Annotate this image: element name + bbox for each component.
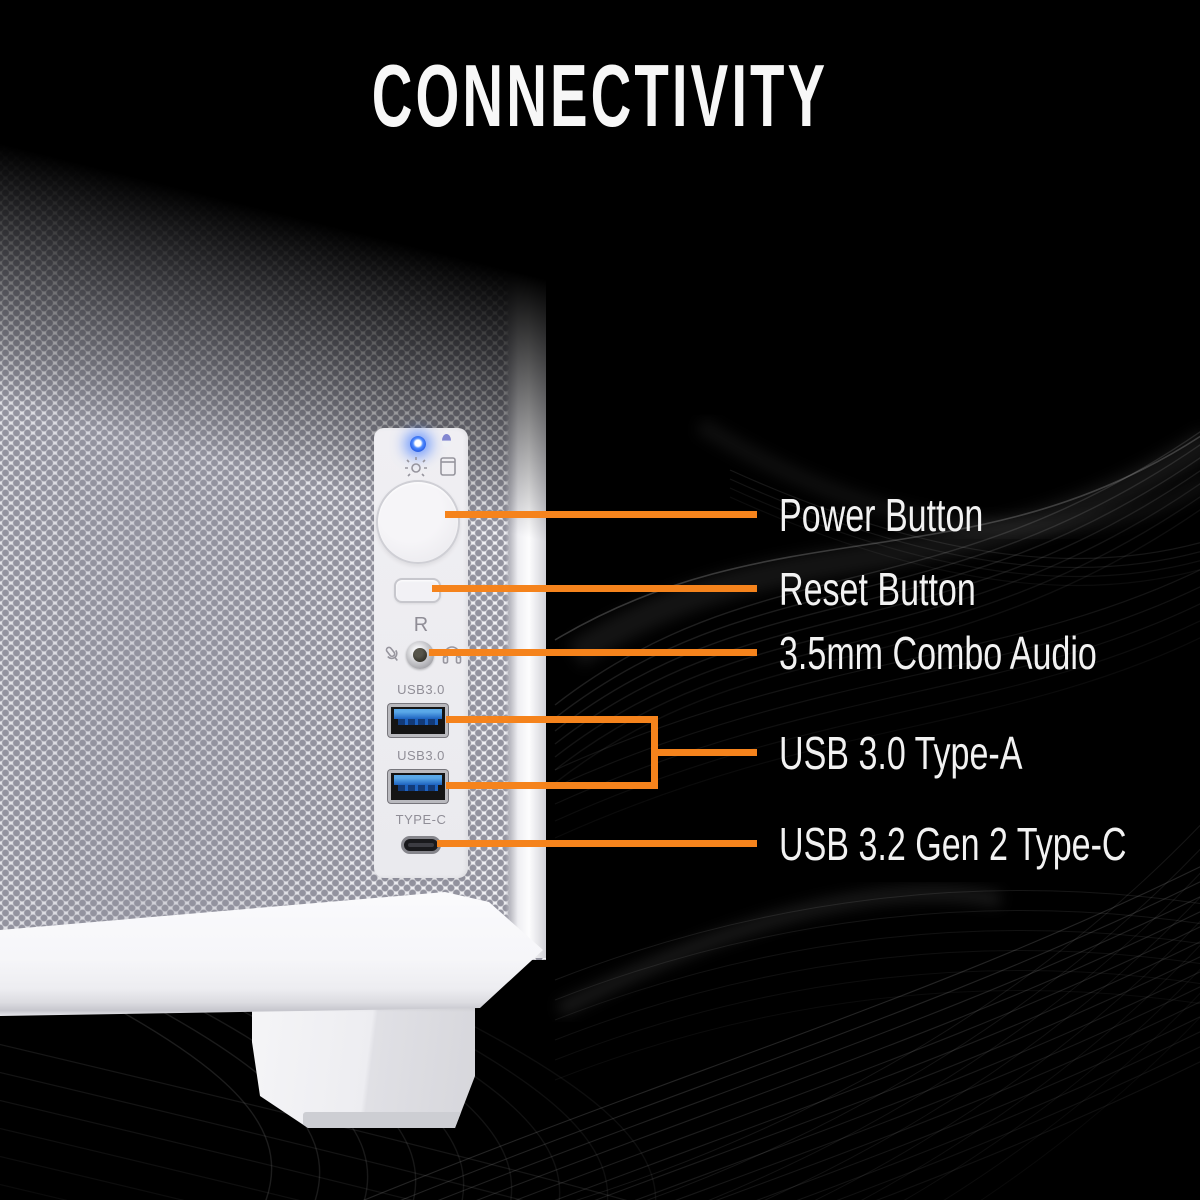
led-bulb-icon	[405, 457, 427, 477]
hdd-icon	[440, 457, 456, 476]
usb-port1-label: USB3.0	[397, 682, 445, 697]
callout-line-usb1	[446, 716, 658, 723]
usb-port-2	[388, 770, 448, 803]
usb-tongue	[394, 775, 442, 785]
reset-label: R	[413, 614, 429, 636]
page-title: CONNECTIVITY	[371, 46, 829, 145]
power-button	[376, 480, 460, 564]
callout-label-power: Power Button	[779, 489, 984, 541]
typec-slot	[408, 843, 434, 847]
callout-line-audio	[429, 649, 757, 656]
callout-label-audio: 3.5mm Combo Audio	[779, 627, 1097, 679]
callout-line-reset	[432, 585, 757, 592]
usb-port-1	[388, 704, 448, 737]
callout-line-usb2	[446, 782, 658, 789]
usb-port2-label: USB3.0	[397, 748, 445, 763]
callout-label-typec: USB 3.2 Gen 2 Type-C	[779, 818, 1127, 870]
usb-tongue	[394, 709, 442, 719]
typec-port	[401, 836, 441, 854]
callout-line-power	[445, 511, 757, 518]
usb-pins	[398, 785, 438, 791]
callout-line-typec	[437, 840, 757, 847]
callout-label-usb-a: USB 3.0 Type-A	[779, 727, 1023, 779]
foot-base-pad	[303, 1112, 471, 1128]
case-shadow-overlay	[0, 108, 560, 698]
callout-label-reset: Reset Button	[779, 563, 976, 615]
audio-jack-hole	[413, 648, 427, 662]
typec-port-label: TYPE-C	[395, 812, 447, 827]
usb-pins	[398, 719, 438, 725]
callout-line-usb-mid	[651, 749, 757, 756]
power-led	[410, 436, 426, 452]
microphone-icon	[385, 646, 398, 662]
hdd-led	[442, 434, 451, 447]
